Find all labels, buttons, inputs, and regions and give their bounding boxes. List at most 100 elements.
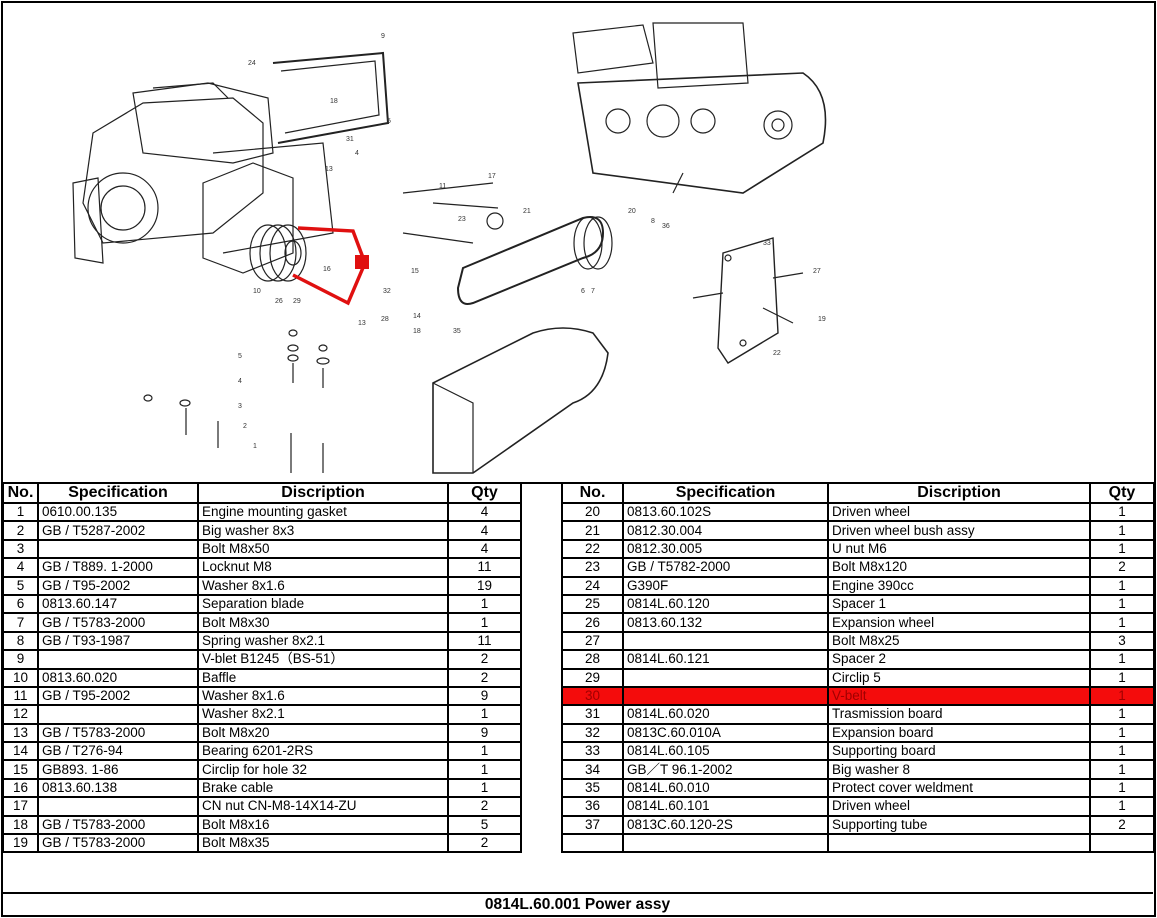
- cell-no: 19: [2, 833, 39, 854]
- cell-description: Circlip 5: [827, 667, 1091, 688]
- cell-qty: 1: [447, 704, 522, 725]
- callout-number: 8: [651, 218, 655, 225]
- supporting-board-drawing: [717, 237, 779, 364]
- cell-specification: [37, 796, 199, 817]
- cell-no: [561, 833, 624, 854]
- header-specification: Specification: [622, 482, 829, 504]
- cell-qty: 1: [1089, 704, 1155, 725]
- cell-specification: 0812.30.005: [622, 538, 829, 560]
- callout-number: 11: [439, 183, 446, 190]
- cell-specification: GB / T5782-2000: [622, 557, 829, 578]
- cell-qty: 1: [447, 777, 522, 799]
- callout-number: 16: [323, 266, 331, 273]
- cell-no: 13: [2, 722, 39, 744]
- cell-qty: 1: [1089, 649, 1155, 670]
- cell-qty: 1: [1089, 759, 1155, 780]
- cell-no: 20: [561, 501, 624, 523]
- cell-no: 8: [2, 630, 39, 652]
- cell-specification: 0610.00.135: [37, 501, 199, 523]
- callout-number: 5: [238, 353, 242, 360]
- cell-specification: 0814L.60.010: [622, 777, 829, 799]
- callout-number: 18: [330, 98, 338, 105]
- cell-specification: [622, 630, 829, 652]
- cell-description: Bolt M8x25: [827, 630, 1091, 652]
- cell-description: Bolt M8x120: [827, 557, 1091, 578]
- header-no: No.: [561, 482, 624, 504]
- cell-qty: 1: [447, 741, 522, 762]
- callout-number: 21: [523, 208, 531, 215]
- cell-description: Engine mounting gasket: [197, 501, 449, 523]
- cell-specification: [37, 649, 199, 670]
- cell-specification: [622, 667, 829, 688]
- cell-description: Protect cover weldment: [827, 777, 1091, 799]
- cell-specification: GB / T93-1987: [37, 630, 199, 652]
- cell-no: 7: [2, 612, 39, 633]
- engine-drawing: [72, 51, 390, 274]
- cell-description: Engine 390cc: [827, 575, 1091, 596]
- cell-no: 14: [2, 741, 39, 762]
- cell-qty: 1: [1089, 538, 1155, 560]
- callout-number: 33: [763, 240, 771, 247]
- cell-description: Supporting tube: [827, 814, 1091, 836]
- callout-number: 22: [773, 350, 781, 357]
- cell-description: Spring washer 8x2.1: [197, 630, 449, 652]
- callout-number: 13: [325, 166, 333, 173]
- cell-qty: 1: [1089, 612, 1155, 633]
- cell-specification: 0813.60.132: [622, 612, 829, 633]
- cell-description: Expansion board: [827, 722, 1091, 744]
- header-qty: Qty: [1089, 482, 1155, 504]
- cell-specification: 0813.60.147: [37, 593, 199, 615]
- callout-number: 29: [293, 298, 301, 305]
- cell-no: 1: [2, 501, 39, 523]
- cell-no: 12: [2, 704, 39, 725]
- callout-number: 31: [346, 136, 354, 143]
- callout-number: 23: [458, 216, 466, 223]
- cell-no: 26: [561, 612, 624, 633]
- cell-qty: 9: [447, 685, 522, 707]
- cell-qty: 4: [447, 501, 522, 523]
- cell-description: Bolt M8x16: [197, 814, 449, 836]
- cell-specification: GB893. 1-86: [37, 759, 199, 780]
- table-row: [561, 833, 1155, 854]
- callout-number: 5: [387, 118, 391, 125]
- cell-description: Washer 8x1.6: [197, 685, 449, 707]
- cell-no: 10: [2, 667, 39, 688]
- small-parts-drawing: [143, 329, 330, 473]
- cell-description: Spacer 1: [827, 593, 1091, 615]
- callout-number: 3: [238, 403, 242, 410]
- cell-qty: 19: [447, 575, 522, 596]
- cell-description: Big washer 8x3: [197, 520, 449, 541]
- cell-no: 29: [561, 667, 624, 688]
- cell-qty: 1: [1089, 796, 1155, 817]
- cell-qty: 2: [447, 796, 522, 817]
- cell-no: 9: [2, 649, 39, 670]
- cell-description: Driven wheel: [827, 796, 1091, 817]
- cell-no: 16: [2, 777, 39, 799]
- cell-description: Driven wheel bush assy: [827, 520, 1091, 541]
- callout-number: 24: [248, 60, 256, 67]
- cell-specification: GB / T95-2002: [37, 685, 199, 707]
- cell-specification: [37, 538, 199, 560]
- cell-specification: 0812.30.004: [622, 520, 829, 541]
- table-header-row: No. Specification Discription Qty: [2, 482, 522, 504]
- cell-no: 2: [2, 520, 39, 541]
- cell-specification: GB / T5783-2000: [37, 612, 199, 633]
- cell-description: Circlip for hole 32: [197, 759, 449, 780]
- cell-qty: 1: [1089, 575, 1155, 596]
- cell-description: Brake cable: [197, 777, 449, 799]
